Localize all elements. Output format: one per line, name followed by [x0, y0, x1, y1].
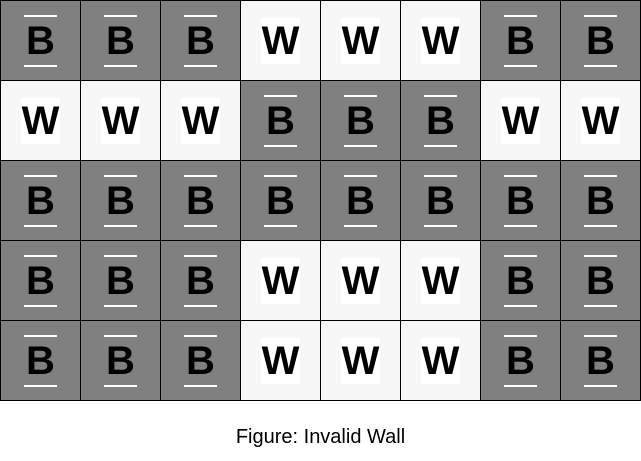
brick-label: B: [104, 254, 137, 307]
brick-label: B: [184, 334, 217, 387]
brick-label: W: [340, 17, 381, 64]
brick-label: W: [340, 257, 381, 304]
brick-label: W: [260, 257, 301, 304]
brick: B: [480, 240, 561, 321]
brick-label: B: [264, 174, 297, 227]
brick-label: W: [580, 97, 621, 144]
brick-label: B: [344, 94, 377, 147]
brick-label: W: [420, 337, 461, 384]
brick-label: W: [420, 17, 461, 64]
brick: B: [320, 80, 401, 161]
brick-label: B: [504, 174, 537, 227]
brick: W: [0, 80, 81, 161]
brick: B: [80, 160, 161, 241]
brick: W: [480, 80, 561, 161]
brick-label: B: [104, 174, 137, 227]
brick: W: [320, 320, 401, 401]
brick: B: [160, 160, 241, 241]
brick: W: [320, 240, 401, 321]
brick-label: B: [24, 174, 57, 227]
brick: B: [560, 320, 641, 401]
brick: B: [0, 160, 81, 241]
brick: W: [400, 240, 481, 321]
brick: W: [560, 80, 641, 161]
brick: B: [480, 320, 561, 401]
brick-label: W: [260, 337, 301, 384]
brick-label: B: [184, 254, 217, 307]
brick-label: W: [180, 97, 221, 144]
brick: B: [0, 0, 81, 81]
brick: W: [80, 80, 161, 161]
brick-label: B: [344, 174, 377, 227]
brick: W: [400, 0, 481, 81]
brick: B: [80, 0, 161, 81]
brick: B: [560, 240, 641, 321]
brick-label: W: [340, 337, 381, 384]
brick: B: [400, 80, 481, 161]
brick: B: [400, 160, 481, 241]
brick: B: [160, 240, 241, 321]
brick-wall: B B B W W W B B W W W B B B W W B B B B …: [0, 0, 641, 401]
brick-label: B: [24, 14, 57, 67]
brick-label: B: [504, 254, 537, 307]
brick: B: [80, 240, 161, 321]
brick-label: B: [504, 334, 537, 387]
brick-label: B: [424, 94, 457, 147]
brick-label: B: [184, 14, 217, 67]
brick-label: B: [104, 14, 137, 67]
brick-label: B: [584, 334, 617, 387]
brick: W: [240, 0, 321, 81]
figure-caption: Figure: Invalid Wall: [235, 426, 406, 448]
brick: B: [240, 160, 321, 241]
brick-label: B: [24, 334, 57, 387]
brick-label: B: [584, 254, 617, 307]
brick: B: [560, 160, 641, 241]
brick-label: B: [264, 94, 297, 147]
brick-label: W: [100, 97, 141, 144]
brick: B: [0, 320, 81, 401]
brick: W: [240, 240, 321, 321]
brick: B: [0, 240, 81, 321]
brick: W: [240, 320, 321, 401]
brick-label: B: [424, 174, 457, 227]
brick-label: B: [504, 14, 537, 67]
brick: W: [400, 320, 481, 401]
brick-label: B: [24, 254, 57, 307]
brick-label: B: [584, 174, 617, 227]
brick: B: [160, 0, 241, 81]
brick: W: [160, 80, 241, 161]
brick: B: [240, 80, 321, 161]
brick-label: B: [104, 334, 137, 387]
brick-label: B: [184, 174, 217, 227]
brick: B: [320, 160, 401, 241]
brick: B: [480, 0, 561, 81]
brick-label: W: [420, 257, 461, 304]
brick: B: [480, 160, 561, 241]
brick: B: [80, 320, 161, 401]
brick-label: W: [500, 97, 541, 144]
brick: B: [560, 0, 641, 81]
brick-label: W: [20, 97, 61, 144]
brick: B: [160, 320, 241, 401]
brick-label: B: [584, 14, 617, 67]
brick-label: W: [260, 17, 301, 64]
brick: W: [320, 0, 401, 81]
